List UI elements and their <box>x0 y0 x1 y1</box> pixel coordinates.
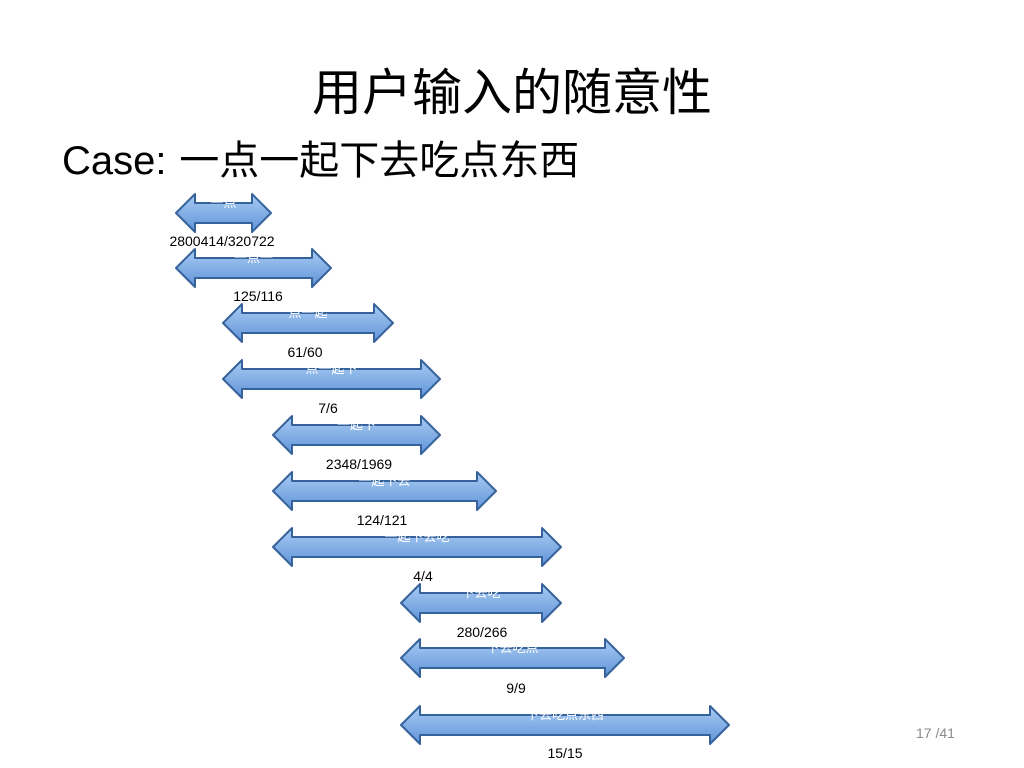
ngram-arrow: 一起下 <box>272 415 441 455</box>
double-arrow-path <box>400 583 562 623</box>
double-arrow-path <box>222 303 394 343</box>
ngram-label: 下去吃 <box>461 586 501 601</box>
ngram-label: 一起下 <box>336 418 376 433</box>
double-arrow-shape <box>400 705 730 745</box>
double-arrow-shape <box>222 303 394 343</box>
ngram-label: 一起下去吃 <box>384 530 450 545</box>
slide-title: 用户输入的随意性 <box>312 64 712 122</box>
ngram-count: 61/60 <box>287 344 323 360</box>
double-arrow-shape <box>222 359 441 399</box>
ngram-arrow: 点一起 <box>222 303 394 343</box>
ngram-count: 9/9 <box>506 680 526 696</box>
double-arrow-shape <box>400 638 625 678</box>
case-heading: Case: 一点一起下去吃点东西 <box>62 133 579 189</box>
ngram-count: 7/6 <box>318 400 338 416</box>
ngram-arrow: 一起下去吃 <box>272 527 562 567</box>
ngram-label: 点一起 <box>288 306 328 321</box>
double-arrow-path <box>175 193 272 233</box>
case-phrase: 一点一起下去吃点东西 <box>179 138 580 184</box>
ngram-count: 4/4 <box>413 568 433 584</box>
ngram-count: 125/116 <box>233 288 283 304</box>
ngram-arrow: 下去吃 <box>400 583 562 623</box>
ngram-count: 15/15 <box>547 745 583 761</box>
case-label: Case: <box>62 139 167 183</box>
double-arrow-path <box>272 471 497 511</box>
ngram-label: 下去吃点东西 <box>525 708 604 723</box>
double-arrow-shape <box>400 583 562 623</box>
double-arrow-path <box>400 705 730 745</box>
double-arrow-shape <box>272 415 441 455</box>
ngram-count: 124/121 <box>356 512 408 528</box>
double-arrow-path <box>222 359 441 399</box>
ngram-arrow: 下去吃点东西 <box>400 705 730 745</box>
ngram-count: 2348/1969 <box>325 456 393 472</box>
page-number: 17 /41 <box>916 725 955 741</box>
ngram-arrow: 一起下去 <box>272 471 497 511</box>
ngram-count: 280/266 <box>456 624 508 640</box>
double-arrow-shape <box>272 471 497 511</box>
ngram-arrow: 一点一 <box>175 248 332 288</box>
ngram-count: 2800414/320722 <box>169 233 275 249</box>
double-arrow-path <box>175 248 332 288</box>
ngram-arrow: 一点 <box>175 193 272 233</box>
double-arrow-path <box>272 527 562 567</box>
ngram-arrow: 点一起下 <box>222 359 441 399</box>
double-arrow-path <box>272 415 441 455</box>
double-arrow-shape <box>175 193 272 233</box>
double-arrow-shape <box>175 248 332 288</box>
double-arrow-shape <box>272 527 562 567</box>
ngram-label: 一点 <box>210 196 237 211</box>
ngram-label: 一点一 <box>233 251 273 266</box>
ngram-label: 点一起下 <box>305 362 358 377</box>
ngram-label: 一起下去 <box>358 474 411 489</box>
ngram-arrow: 下去吃点 <box>400 638 625 678</box>
ngram-label: 下去吃点 <box>486 641 539 656</box>
double-arrow-path <box>400 638 625 678</box>
